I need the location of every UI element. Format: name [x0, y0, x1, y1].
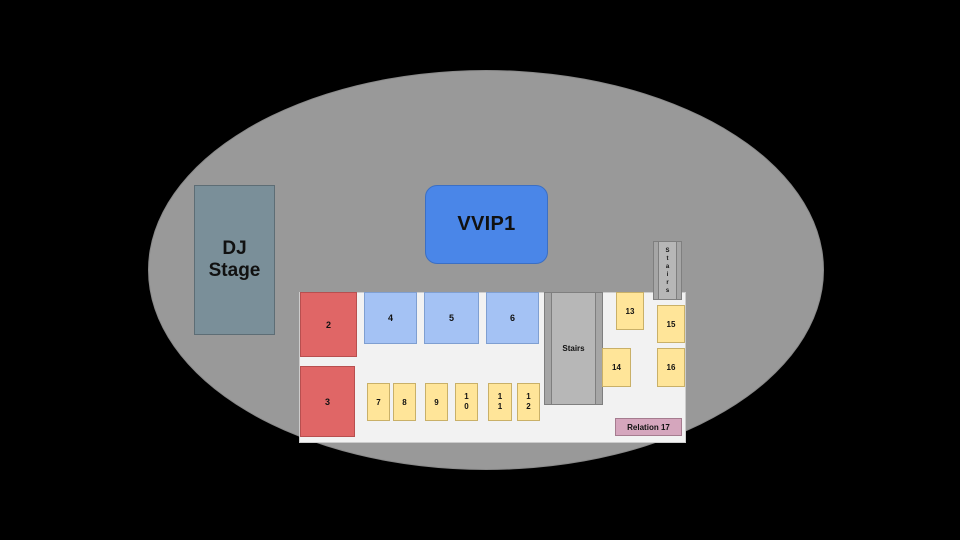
table-3[interactable]: 3: [300, 366, 355, 437]
relation-17-area[interactable]: Relation 17: [615, 418, 682, 436]
table-10[interactable]: 1 0: [455, 383, 478, 421]
table-8[interactable]: 8: [393, 383, 416, 421]
table-12[interactable]: 1 2: [517, 383, 540, 421]
side-stairs: S t a i r s: [653, 241, 682, 300]
main-stairs-label: Stairs: [562, 344, 585, 353]
table-2[interactable]: 2: [300, 292, 357, 357]
table-15[interactable]: 15: [657, 305, 685, 343]
table-11[interactable]: 1 1: [488, 383, 512, 421]
table-5[interactable]: 5: [424, 292, 479, 344]
table-7[interactable]: 7: [367, 383, 390, 421]
main-stairs: Stairs: [544, 292, 603, 405]
table-14[interactable]: 14: [602, 348, 631, 387]
side-stairs-label: S t a i r s: [665, 247, 670, 294]
table-9[interactable]: 9: [425, 383, 448, 421]
dj-stage: DJ Stage: [194, 185, 275, 335]
table-4[interactable]: 4: [364, 292, 417, 344]
table-16[interactable]: 16: [657, 348, 685, 387]
table-13[interactable]: 13: [616, 292, 644, 330]
table-6[interactable]: 6: [486, 292, 539, 344]
vvip1-area[interactable]: VVIP1: [425, 185, 548, 264]
